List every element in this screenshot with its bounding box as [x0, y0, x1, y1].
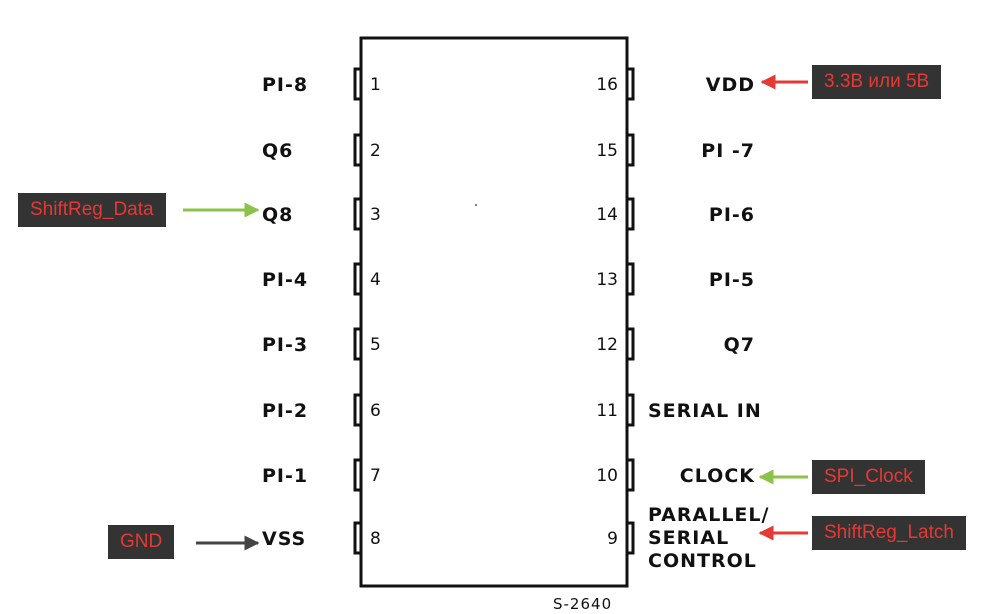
left-pin-group: 1 PI-8 2 Q6 3 Q8 4 PI-4 5 PI-3 6 PI-2 7 PI-1 8 VSS	[262, 67, 381, 555]
pin-13-label: PI-5	[709, 269, 755, 291]
pin-12-label: Q7	[724, 334, 755, 356]
pin-6-label: PI-2	[262, 400, 308, 422]
vdd-annotation: 3.3В или 5В	[812, 65, 942, 99]
pin-14-lead	[625, 197, 635, 231]
pin-12-number: 12	[596, 335, 618, 355]
pin-5-lead	[353, 327, 363, 361]
pin-9-lead	[625, 521, 635, 555]
chip-body	[359, 36, 629, 588]
pin-8-lead	[353, 521, 363, 555]
pin-13-number: 13	[596, 270, 618, 290]
gnd-annotation: GND	[108, 525, 175, 559]
clock-annotation: SPI_Clock	[812, 460, 925, 494]
pin-11-number: 11	[596, 401, 618, 421]
data-annotation: ShiftReg_Data	[18, 193, 166, 227]
pin-6-number: 6	[370, 401, 381, 421]
pin-2-label: Q6	[262, 140, 293, 162]
pin-9-label-line: CONTROL	[648, 550, 757, 572]
pin-9-number: 9	[607, 529, 618, 549]
pin-8-number: 8	[370, 529, 381, 549]
pin-6-lead	[353, 393, 363, 427]
pin-15-label: PI -7	[701, 140, 755, 162]
pin-15-number: 15	[596, 141, 618, 161]
stray-dot	[475, 204, 477, 206]
pin-1-lead	[353, 67, 363, 101]
right-pin-group: 16 VDD 15 PI -7 14 PI-6 13 PI-5 12 Q7 11 SERIAL IN 1…	[596, 67, 769, 572]
part-code: S-2640	[553, 595, 612, 613]
pin-5-label: PI-3	[262, 334, 308, 356]
pin-3-label: Q8	[262, 204, 293, 226]
pin-10-lead	[625, 458, 635, 492]
pin-9-label-line: SERIAL	[648, 527, 729, 549]
pin-16-lead	[625, 67, 635, 101]
pin-2-number: 2	[370, 141, 381, 161]
pin-2-lead	[353, 133, 363, 167]
pin-4-number: 4	[370, 270, 381, 290]
pin-4-label: PI-4	[262, 269, 308, 291]
pin-3-lead	[353, 197, 363, 231]
pin-3-number: 3	[370, 205, 381, 225]
pin-7-label: PI-1	[262, 465, 308, 487]
pin-7-number: 7	[370, 466, 381, 486]
pin-11-label: SERIAL IN	[648, 400, 762, 422]
pin-10-label: CLOCK	[680, 465, 755, 487]
pin-16-label: VDD	[706, 74, 755, 96]
pin-1-number: 1	[370, 75, 381, 95]
latch-annotation: ShiftReg_Latch	[812, 516, 966, 550]
pin-11-lead	[625, 393, 635, 427]
pin-12-lead	[625, 327, 635, 361]
pin-13-lead	[625, 262, 635, 296]
pin-7-lead	[353, 458, 363, 492]
pin-5-number: 5	[370, 335, 381, 355]
pin-8-label: VSS	[262, 528, 306, 550]
pin-14-label: PI-6	[709, 204, 755, 226]
pin-4-lead	[353, 262, 363, 296]
pin-14-number: 14	[596, 205, 618, 225]
pin-15-lead	[625, 133, 635, 167]
pin-9-label-line: PARALLEL/	[648, 504, 769, 526]
pin-16-number: 16	[596, 75, 618, 95]
pin-10-number: 10	[596, 466, 618, 486]
pin-1-label: PI-8	[262, 74, 308, 96]
